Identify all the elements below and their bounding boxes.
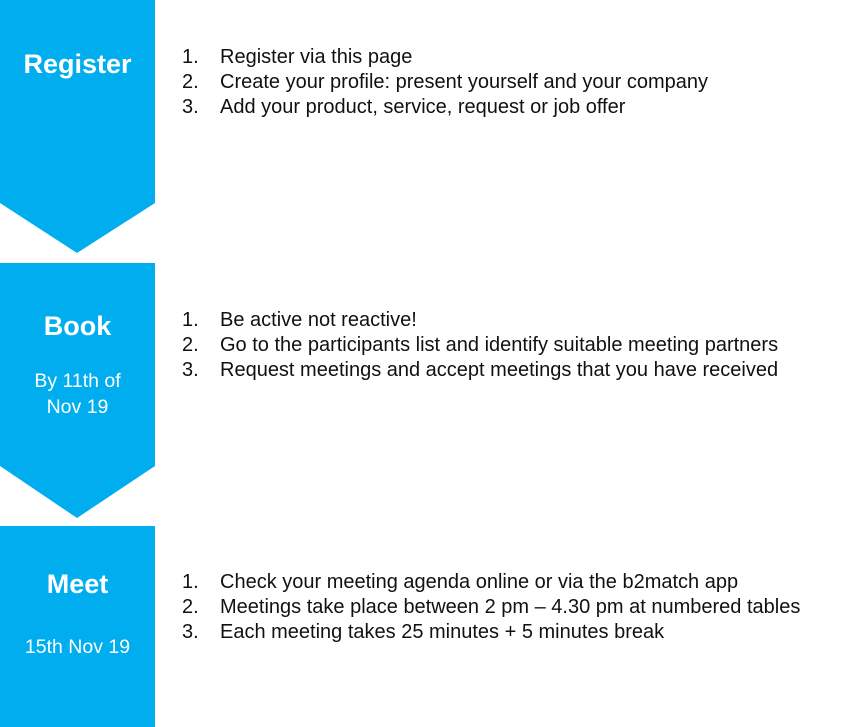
meet-step-label: Meet 15th Nov 19 bbox=[0, 568, 155, 660]
list-item-text: Check your meeting agenda online or via … bbox=[220, 571, 739, 593]
register-step-list: 1. Register via this page 2. Create your p… bbox=[182, 45, 708, 120]
meet-step-shape bbox=[0, 526, 155, 727]
meet-step-date: 15th Nov 19 bbox=[24, 636, 131, 658]
list-item-text: Each meeting takes 25 minutes + 5 minute… bbox=[220, 621, 665, 643]
list-item-text: Meetings take place between 2 pm – 4.30 … bbox=[220, 596, 801, 618]
list-item: 2. Meetings take place between 2 pm – 4.3… bbox=[182, 595, 800, 620]
list-item-text: Register via this page bbox=[220, 46, 413, 68]
list-item: 2. Create your profile: present yourself … bbox=[182, 70, 708, 95]
list-item-number: 1. bbox=[182, 46, 199, 68]
list-item: 1. Check your meeting agenda online or vi… bbox=[182, 570, 800, 595]
list-item: 3. Add your product, service, request or … bbox=[182, 95, 708, 120]
list-item-number: 2. bbox=[182, 71, 199, 93]
list-item: 3. Request meetings and accept meetings t… bbox=[182, 358, 778, 383]
list-item-text: Request meetings and accept meetings tha… bbox=[220, 359, 779, 381]
list-item: 2. Go to the participants list and identi… bbox=[182, 333, 778, 358]
list-item-text: Go to the participants list and identify… bbox=[220, 334, 779, 356]
list-item-number: 1. bbox=[182, 309, 199, 331]
list-item-number: 3. bbox=[182, 96, 199, 118]
list-item-text: Create your profile: present yourself an… bbox=[220, 71, 709, 93]
register-step-label: Register bbox=[0, 48, 155, 80]
list-item-text: Be active not reactive! bbox=[220, 309, 417, 331]
list-item: 3. Each meeting takes 25 minutes + 5 minu… bbox=[182, 620, 800, 645]
meet-step-title: Meet bbox=[46, 569, 109, 599]
list-item-number: 3. bbox=[182, 621, 199, 643]
book-step-label: Book By 11th of Nov 19 bbox=[0, 310, 155, 420]
book-step-list: 1. Be active not reactive! 2. Go to the pa… bbox=[182, 308, 778, 383]
list-item: 1. Be active not reactive! bbox=[182, 308, 778, 333]
list-item-number: 3. bbox=[182, 359, 199, 381]
book-step-shape bbox=[0, 263, 155, 518]
book-step-date: By 11th of Nov 19 bbox=[34, 370, 121, 418]
book-step-title: Book bbox=[43, 311, 112, 341]
list-item-text: Add your product, service, request or jo… bbox=[220, 96, 626, 118]
register-step-title: Register bbox=[23, 49, 132, 79]
list-item-number: 2. bbox=[182, 334, 199, 356]
register-step-shape bbox=[0, 0, 155, 253]
list-item: 1. Register via this page bbox=[182, 45, 708, 70]
meet-step-list: 1. Check your meeting agenda online or vi… bbox=[182, 570, 800, 645]
list-item-number: 2. bbox=[182, 596, 199, 618]
list-item-number: 1. bbox=[182, 571, 199, 593]
